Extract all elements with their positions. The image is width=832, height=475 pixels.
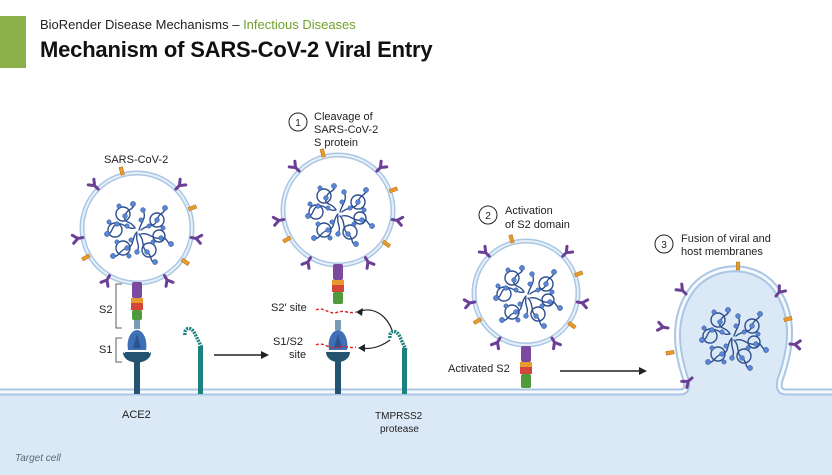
s1-label: S1 bbox=[99, 344, 112, 356]
arrow-1 bbox=[214, 351, 269, 359]
step-1-text-line3: S protein bbox=[314, 137, 358, 149]
tmprss2-label-line2: protease bbox=[380, 424, 419, 435]
virus-particle-1 bbox=[70, 166, 204, 288]
tmprss2-protease-2 bbox=[388, 329, 408, 394]
virus-label: SARS-CoV-2 bbox=[104, 154, 168, 166]
step-3-badge: 3 bbox=[654, 234, 674, 254]
s1s2-site-label-line1: S1/S2 bbox=[273, 336, 303, 348]
step-2-text-line1: Activation bbox=[505, 205, 553, 217]
header-separator: – bbox=[228, 17, 244, 32]
s2prime-site-label: S2' site bbox=[271, 302, 307, 314]
arrow-2 bbox=[560, 367, 647, 375]
step-1-text-line1: Cleavage of bbox=[314, 111, 374, 123]
target-cell-body bbox=[0, 268, 832, 475]
step-2-badge: 2 bbox=[478, 205, 498, 225]
virus-particle-3 bbox=[462, 234, 590, 351]
s2prime-cleavage-line bbox=[315, 308, 357, 314]
spike-protein-2 bbox=[328, 264, 348, 350]
virus-particle-2 bbox=[271, 148, 405, 270]
header-accent-bar bbox=[0, 16, 26, 68]
tmprss2-label-line1: TMPRSS2 bbox=[375, 411, 423, 422]
activated-s2-label: Activated S2 bbox=[448, 363, 510, 375]
s1s2-site-label-line2: site bbox=[289, 349, 306, 361]
tmprss2-protease-1 bbox=[183, 326, 204, 394]
s2-label: S2 bbox=[99, 304, 112, 316]
step-2-number: 2 bbox=[485, 211, 491, 222]
s2-bracket bbox=[115, 283, 122, 329]
header-subtitle: BioRender Disease Mechanisms – Infectiou… bbox=[40, 17, 356, 32]
header-series: BioRender Disease Mechanisms bbox=[40, 17, 229, 32]
target-cell-label: Target cell bbox=[15, 453, 62, 464]
s1-bracket bbox=[115, 337, 122, 363]
step-2-text-line2: of S2 domain bbox=[505, 219, 570, 231]
step-1-text-line2: SARS-CoV-2 bbox=[314, 124, 378, 136]
step-1-badge: 1 bbox=[288, 112, 308, 132]
ace2-label: ACE2 bbox=[122, 409, 151, 421]
s1s2-cleavage-line bbox=[315, 343, 357, 349]
ace2-receptor-2 bbox=[326, 352, 350, 394]
step-3-text-line1: Fusion of viral and bbox=[681, 233, 771, 245]
cleavage-arrows bbox=[357, 309, 393, 350]
page-title: Mechanism of SARS-CoV-2 Viral Entry bbox=[40, 37, 433, 62]
step-3-number: 3 bbox=[661, 240, 667, 251]
step-1-number: 1 bbox=[295, 118, 301, 129]
step-3-text-line2: host membranes bbox=[681, 246, 763, 258]
activated-s2-spike bbox=[520, 346, 532, 388]
ace2-receptor-1 bbox=[123, 352, 151, 394]
spike-protein-1 bbox=[127, 282, 147, 350]
header-category: Infectious Diseases bbox=[243, 17, 356, 32]
